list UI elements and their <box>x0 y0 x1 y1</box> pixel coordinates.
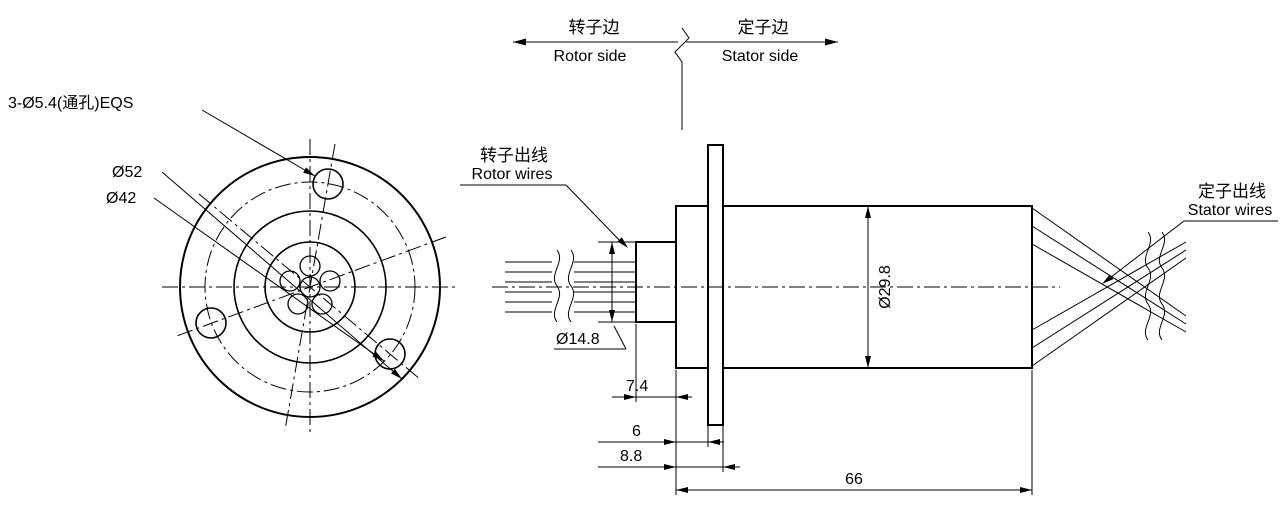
bolt-circle-diameter-leader <box>153 197 385 362</box>
side-divider-break-line <box>674 27 690 130</box>
shaft-length-label: 7.4 <box>626 378 648 395</box>
rotor-wires-callout: 转子出线 Rotor wires <box>460 146 628 248</box>
mounting-flange <box>707 144 724 426</box>
rotor-side-label-en: Rotor side <box>554 48 627 65</box>
stator-side-label-zh: 定子边 <box>738 18 789 37</box>
mounting-hole <box>312 168 344 200</box>
front-view: 3-Ø5.4(通孔)EQS Ø52 Ø42 <box>8 94 458 435</box>
rotor-side-arrowhead <box>513 38 526 46</box>
dim-arrowhead <box>1020 487 1032 493</box>
leader-arrowhead <box>390 368 402 379</box>
rotor-wires-label-en: Rotor wires <box>472 166 553 183</box>
dim-arrowhead <box>723 464 735 470</box>
stator-side-label-en: Stator side <box>722 48 799 65</box>
leader-arrowhead <box>1102 274 1114 284</box>
dim-shaft-length: 7.4 <box>612 378 692 400</box>
dim-body-length: 66 <box>676 471 1032 493</box>
stator-wires-callout: 定子出线 Stator wires <box>1102 182 1278 284</box>
stator-wire <box>1031 243 1187 333</box>
stator-wires <box>1031 207 1187 367</box>
hole-callout-label: 3-Ø5.4(通孔)EQS <box>8 94 133 112</box>
wire-break-symbol <box>567 249 575 323</box>
wire-hole <box>311 293 333 315</box>
dim-arrowhead <box>609 242 615 254</box>
dim-arrowhead <box>865 356 871 368</box>
dim-body-diameter: Ø29.8 <box>865 206 894 368</box>
dim-arrowhead <box>624 394 636 400</box>
body-length-label: 66 <box>845 471 863 488</box>
dim-arrowhead <box>664 439 676 445</box>
body-diameter-label: Ø29.8 <box>877 265 894 309</box>
stator-wires-label-en: Stator wires <box>1188 202 1272 219</box>
hole-callout-leader <box>201 109 316 177</box>
leader-arrowhead <box>617 237 628 248</box>
stator-wire <box>1031 241 1187 331</box>
mounting-hole <box>195 307 227 339</box>
stator-wire <box>1031 257 1187 367</box>
dim-flange-offset: 6 <box>598 423 724 445</box>
shaft-diameter-label: Ø14.8 <box>556 331 600 348</box>
dim-arrowhead <box>676 487 688 493</box>
outer-diameter-label: Ø52 <box>112 164 142 181</box>
wire-break-symbol <box>1158 231 1166 341</box>
dim-arrowhead <box>609 310 615 322</box>
dim-arrowhead <box>865 206 871 218</box>
flange-offset-label: 6 <box>632 423 641 440</box>
wire-hole <box>287 293 309 315</box>
wire-hole <box>279 270 301 292</box>
side-indicator: 转子边 Rotor side 定子边 Stator side <box>513 18 838 130</box>
rotor-wires-label-zh: 转子出线 <box>480 146 548 165</box>
rotor-side-label-zh: 转子边 <box>569 18 620 37</box>
label-leader <box>1105 220 1185 282</box>
wire-break-symbol <box>1144 231 1152 341</box>
stator-wire <box>1031 225 1187 325</box>
side-view: Ø29.8 Ø14.8 7.4 <box>460 18 1278 495</box>
stator-side-arrowhead <box>825 38 838 46</box>
dim-arrowhead <box>664 464 676 470</box>
rotor-wires <box>505 249 636 323</box>
label-leader <box>613 325 627 350</box>
stator-wire <box>1031 249 1187 349</box>
diagonal-centerline <box>284 143 336 431</box>
flange-total-label: 8.8 <box>620 448 642 465</box>
stator-wires-label-zh: 定子出线 <box>1198 182 1266 201</box>
dim-shaft-diameter: Ø14.8 <box>554 241 636 350</box>
wire-hole <box>319 270 341 292</box>
outer-diameter-leader <box>161 171 403 380</box>
dim-flange-total: 8.8 <box>598 448 740 470</box>
bolt-circle-diameter-label: Ø42 <box>106 190 136 207</box>
label-leader <box>565 184 625 246</box>
leader-arrowhead <box>303 167 315 176</box>
rotor-shaft <box>635 241 677 323</box>
stator-wire <box>1031 207 1187 317</box>
wire-break-symbol <box>553 249 561 323</box>
dim-arrowhead <box>676 394 688 400</box>
leader-arrowhead <box>372 351 384 361</box>
dim-arrowhead <box>708 439 720 445</box>
